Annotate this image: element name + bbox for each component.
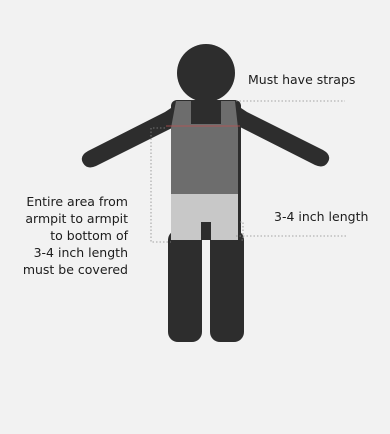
coverage-label: Entire area from armpit to armpit to bot… xyxy=(0,193,128,278)
figure-left-leg xyxy=(168,230,202,342)
coverage-line: Entire area from xyxy=(0,193,128,210)
figure-left-arm xyxy=(82,100,183,167)
coverage-line: to bottom of xyxy=(0,227,128,244)
coverage-line: must be covered xyxy=(0,261,128,278)
figure-right-leg xyxy=(210,230,244,342)
length-label: 3-4 inch length xyxy=(274,208,368,225)
coverage-line: 3-4 inch length xyxy=(0,244,128,261)
straps-label: Must have straps xyxy=(248,71,355,88)
coverage-line: armpit to armpit xyxy=(0,210,128,227)
figure-head xyxy=(177,44,235,102)
coverage-bracket xyxy=(151,128,171,242)
figure-right-arm xyxy=(229,100,329,166)
